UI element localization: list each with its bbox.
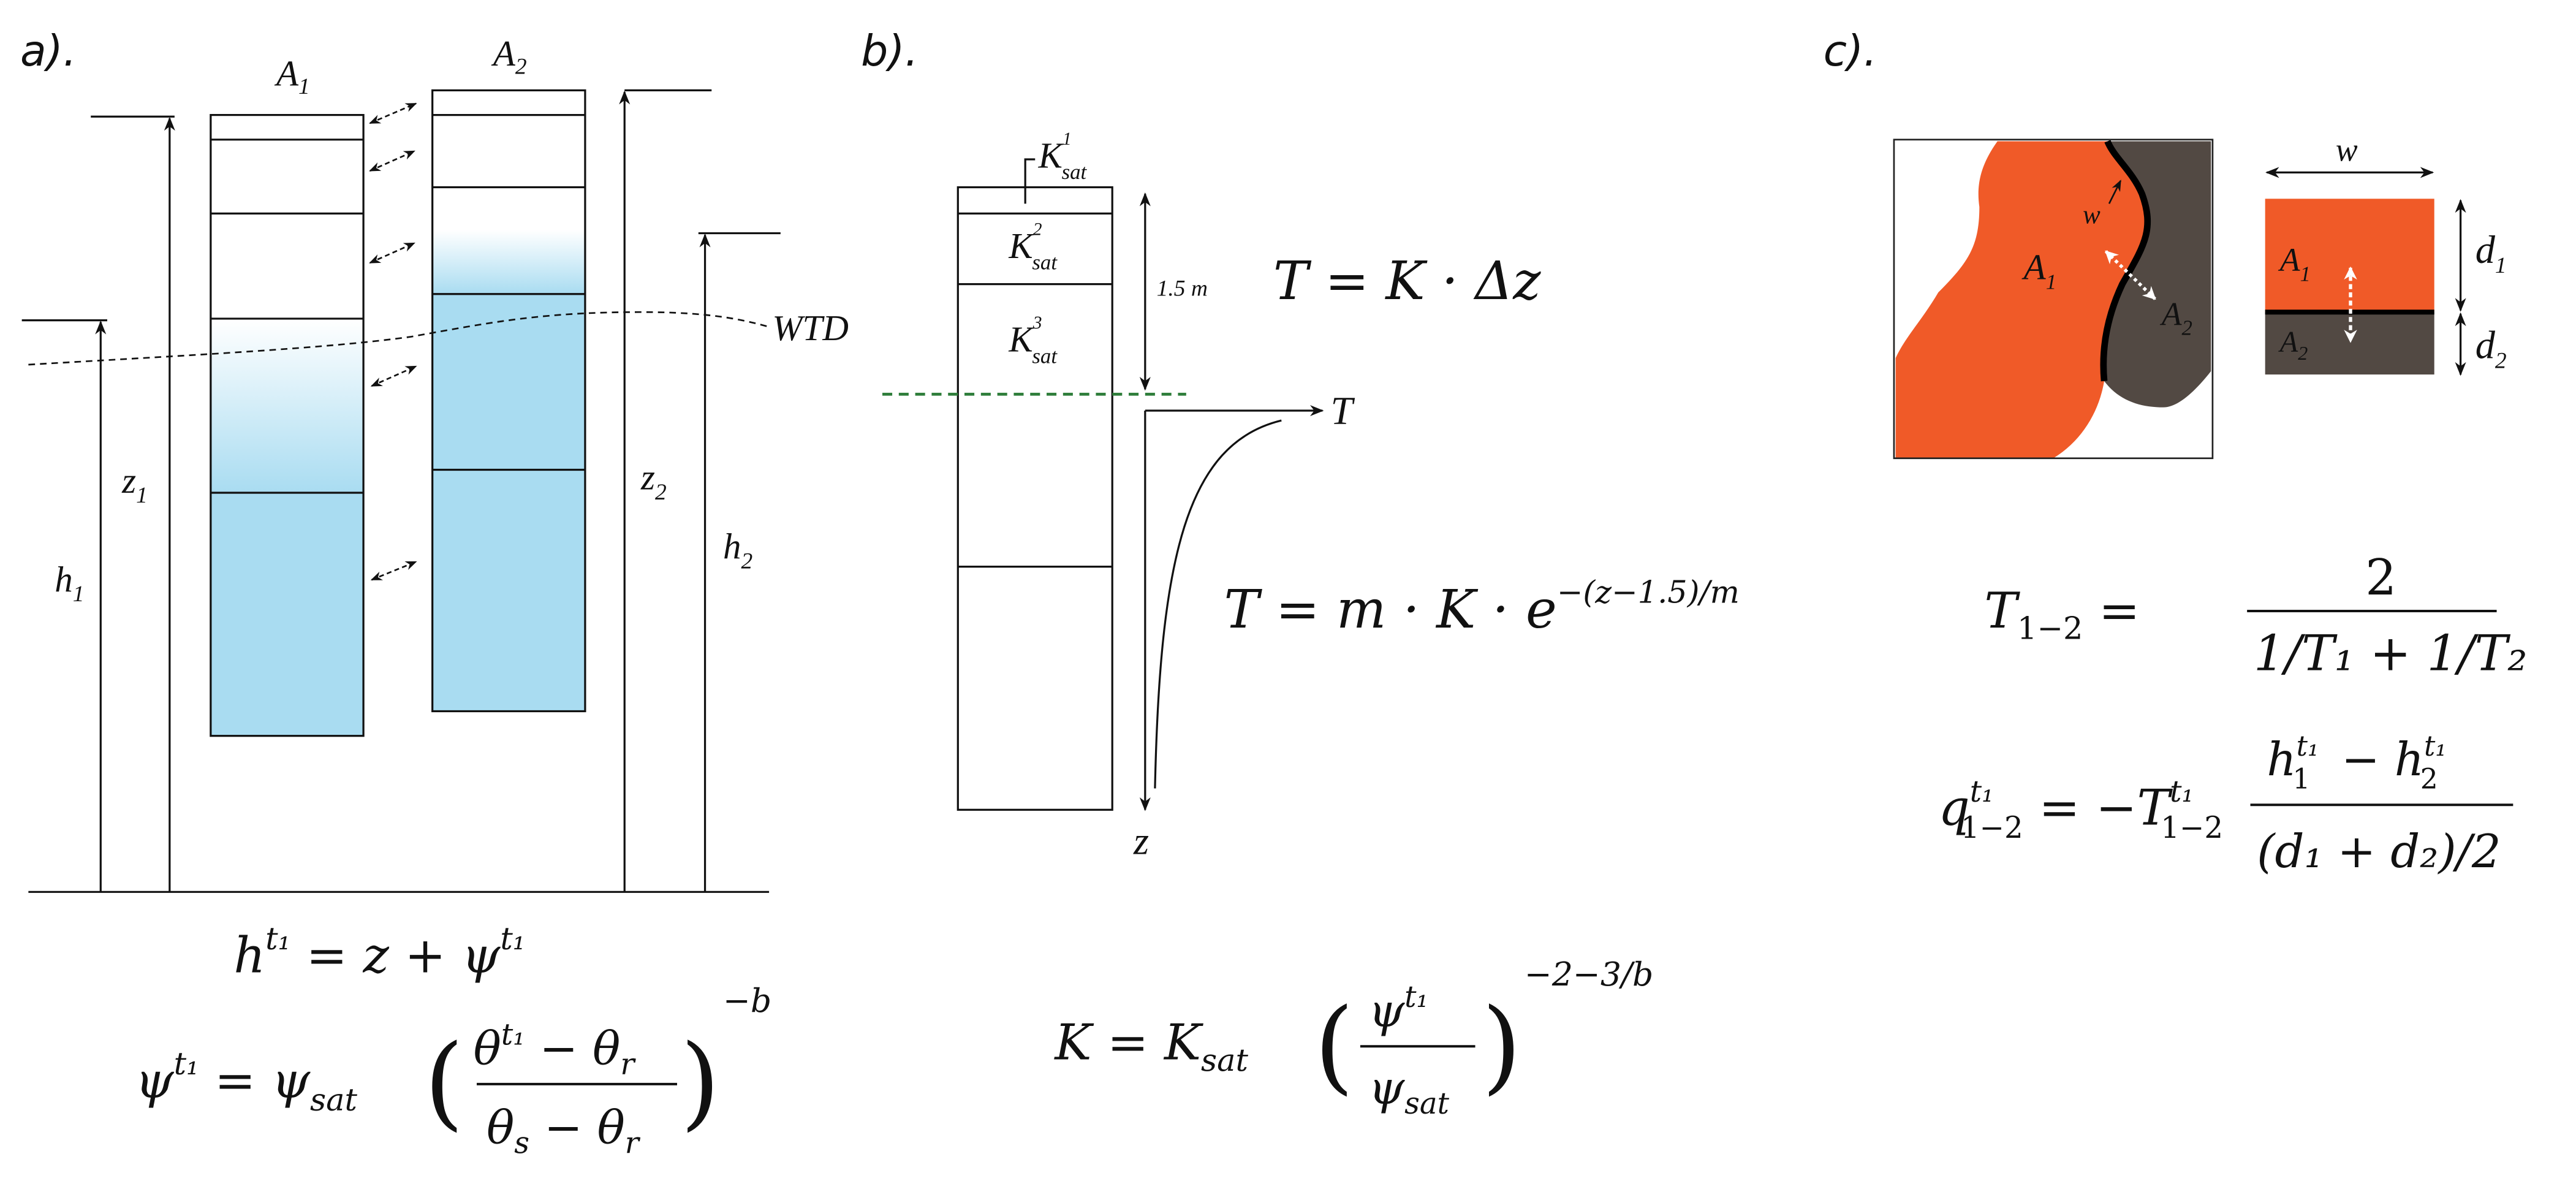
k1-leader-line	[1024, 158, 1036, 204]
patch-a1-label: A1	[2021, 247, 2056, 294]
patch-a2	[2103, 141, 2211, 408]
lateral-flow-arrow	[370, 561, 417, 581]
lateral-flow-arrow	[369, 102, 417, 124]
z-axis-label: z	[1133, 819, 1149, 863]
svg-text:): )	[680, 1023, 720, 1141]
equation-matric-potential: ψt₁ = ψsat ( θt₁ − θr θs − θr ) −b	[135, 981, 772, 1160]
svg-text:ψsat: ψsat	[1368, 1061, 1449, 1121]
z2-label: z2	[640, 457, 667, 505]
cross-section-a2-label: A2	[2278, 326, 2308, 364]
patch-boundary	[2100, 140, 2151, 382]
svg-text:ψt₁ = ψsat: ψt₁ = ψsat	[135, 1046, 358, 1118]
svg-text:θt₁ − θr: θt₁ − θr	[474, 1018, 637, 1082]
patch-exchange-arrow	[2104, 250, 2156, 300]
wtd-label: WTD	[772, 308, 848, 348]
width-label: w	[2336, 132, 2358, 169]
svg-text:2: 2	[2365, 549, 2396, 606]
cross-section-a1-label: A1	[2278, 241, 2311, 286]
svg-text:ψt₁: ψt₁	[1368, 980, 1428, 1038]
patch-map: w A1 A2	[1893, 139, 2214, 460]
soil-column-a2	[431, 89, 586, 713]
water-table-line	[28, 311, 770, 366]
svg-text:): )	[1482, 987, 1521, 1106]
soil-column-layers	[957, 186, 1113, 811]
h1-label: h1	[55, 559, 84, 607]
panel-a: a).	[20, 26, 849, 1160]
depth-label: 1.5 m	[1157, 276, 1208, 301]
svg-text:(d₁ + d₂)/2: (d₁ + d₂)/2	[2257, 824, 2501, 878]
lateral-flow-arrow	[369, 242, 415, 264]
patch-cross-section: w A1 A2 d1 d2	[2265, 132, 2507, 376]
boundary-width-label: w	[2083, 200, 2101, 229]
t-axis-label: T	[1331, 389, 1355, 432]
svg-text:K = Ksat: K = Ksat	[1053, 1014, 1248, 1079]
soil-column-a1	[210, 113, 365, 737]
boundary-width-pointer	[2108, 180, 2122, 204]
panel-b-label: b).	[861, 26, 919, 76]
panel-c-label: c).	[1824, 26, 1877, 76]
equation-hydraulic-head: ht₁ = z + ψt₁	[233, 921, 525, 984]
equation-transmissivity-deep: T = m · K · e−(z−1.5)/m	[1224, 575, 1739, 640]
svg-text:1/T₁ + 1/T₂: 1/T₁ + 1/T₂	[2254, 624, 2528, 682]
svg-text:−b: −b	[723, 981, 771, 1020]
lateral-flow-arrow	[369, 150, 415, 172]
d1-label: d1	[2476, 228, 2507, 278]
svg-text:−2−3/b: −2−3/b	[1525, 955, 1653, 993]
d2-label: d2	[2476, 323, 2507, 373]
equation-effective-transmissivity: T1−2 = 2 1/T₁ + 1/T₂	[1984, 549, 2527, 682]
svg-text:(: (	[1314, 987, 1354, 1106]
z1-label: z1	[121, 460, 148, 508]
svg-text:(: (	[424, 1023, 464, 1141]
column-a2-label: A2	[491, 33, 527, 79]
patch-a1	[1895, 141, 2148, 458]
transmissivity-decay-curve	[1154, 419, 1282, 789]
patch-a2-label: A2	[2160, 296, 2192, 340]
column-a1-label: A1	[274, 53, 310, 99]
equation-hydraulic-conductivity: K = Ksat ( ψt₁ ψsat ) −2−3/b	[1053, 955, 1653, 1121]
panel-c: c). w A1 A2 w A1 A2 d1 d2 T	[1824, 26, 2528, 878]
panel-a-label: a).	[20, 26, 77, 76]
lateral-flow-arrows	[369, 102, 417, 581]
svg-text:T1−2 =: T1−2 =	[1984, 582, 2140, 647]
patch-map-frame	[1893, 139, 2214, 460]
lateral-flow-arrow	[370, 365, 417, 387]
equation-transmissivity-shallow: T = K · Δz	[1273, 251, 1541, 312]
svg-text:θs − θr: θs − θr	[487, 1100, 641, 1160]
h2-label: h2	[723, 526, 752, 574]
